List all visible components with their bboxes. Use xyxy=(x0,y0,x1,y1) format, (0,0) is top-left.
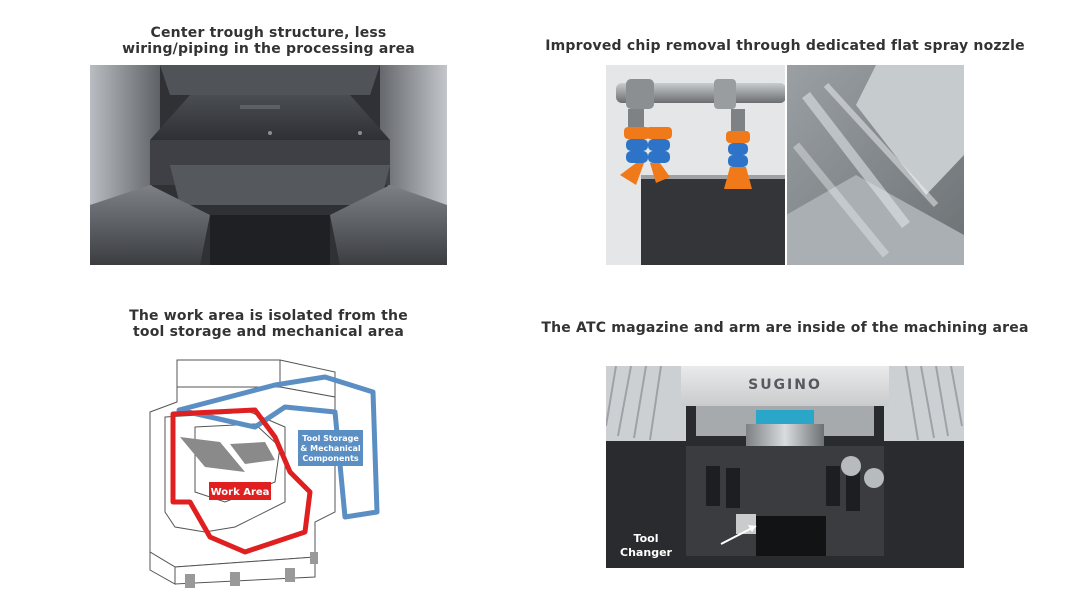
work-area-outline xyxy=(170,407,313,555)
tool-changer-label-line2: Changer xyxy=(620,546,672,559)
isolation-diagram: Tool Storage & Mechanical Components Wor… xyxy=(135,352,390,592)
caption-line: Center trough structure, less xyxy=(150,25,387,41)
caption-line: The work area is isolated from the xyxy=(129,308,408,324)
caption-line: The ATC magazine and arm are inside of t… xyxy=(541,320,1029,336)
brand-logo: SUGINO xyxy=(748,377,822,393)
storage-label-line2: & Mechanical xyxy=(300,444,361,453)
caption-work-area-isolation: The work area is isolated from the tool … xyxy=(90,308,447,340)
atc-magazine-photo: SUGINO Tool Changer xyxy=(606,366,964,568)
caption-line: wiring/piping in the processing area xyxy=(122,41,415,57)
tool-changer-label-line1: Tool xyxy=(634,532,659,545)
caption-center-trough: Center trough structure, less wiring/pip… xyxy=(90,25,447,57)
work-area-label: Work Area xyxy=(211,487,270,498)
storage-label-line1: Tool Storage xyxy=(302,434,359,443)
caption-atc-magazine: The ATC magazine and arm are inside of t… xyxy=(520,320,1050,336)
caption-line: Improved chip removal through dedicated … xyxy=(545,38,1025,54)
caption-chip-removal: Improved chip removal through dedicated … xyxy=(520,38,1050,54)
storage-outline xyxy=(176,374,380,520)
storage-label-box xyxy=(298,430,363,466)
trough-photo xyxy=(90,65,447,265)
work-area-label-box xyxy=(209,482,271,500)
tool-changer-pointer xyxy=(720,525,757,545)
storage-label-line3: Components xyxy=(302,454,359,463)
caption-line: tool storage and mechanical area xyxy=(133,324,404,340)
spray-nozzle-photo xyxy=(606,65,964,265)
